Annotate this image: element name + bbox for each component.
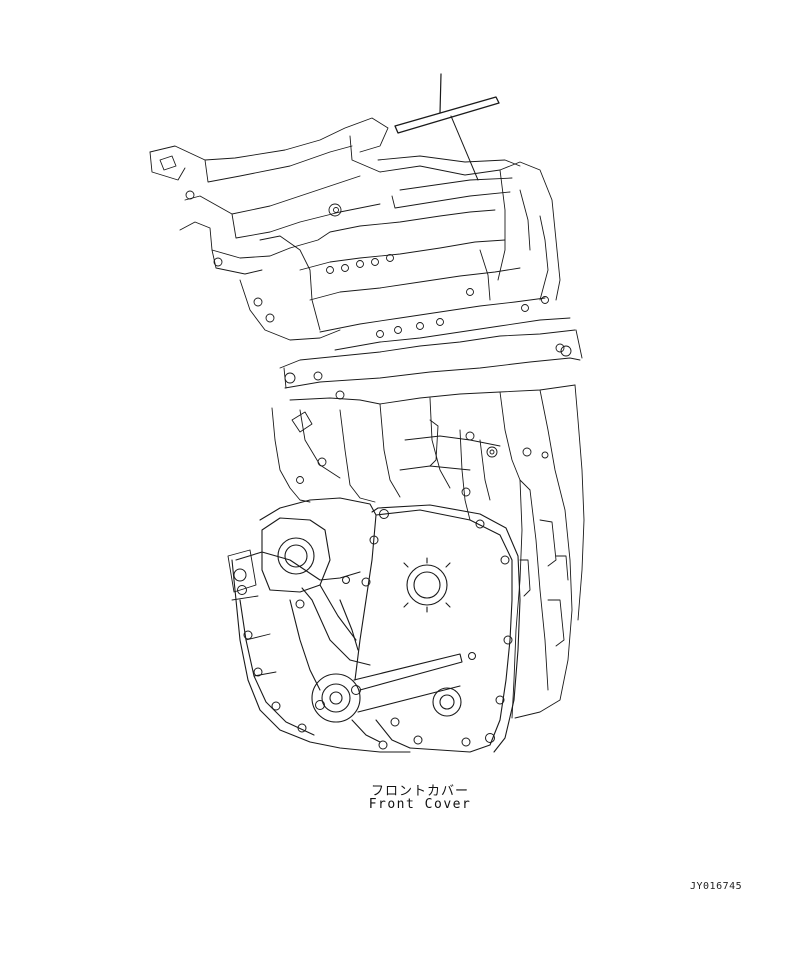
valve-cover-assembly	[149, 117, 571, 353]
caption-part-name-en: Front Cover	[368, 797, 472, 812]
front-cover-bolts	[233, 509, 513, 750]
engine-block	[271, 384, 585, 719]
front-cover-gasket-callout	[394, 73, 500, 181]
left-side-bracket	[227, 549, 277, 677]
intake-manifold	[279, 329, 583, 405]
front-cover	[231, 497, 521, 753]
drawing-id-label: JY016745	[690, 881, 743, 892]
caption-part-name-ja: フロントカバー	[370, 784, 469, 799]
